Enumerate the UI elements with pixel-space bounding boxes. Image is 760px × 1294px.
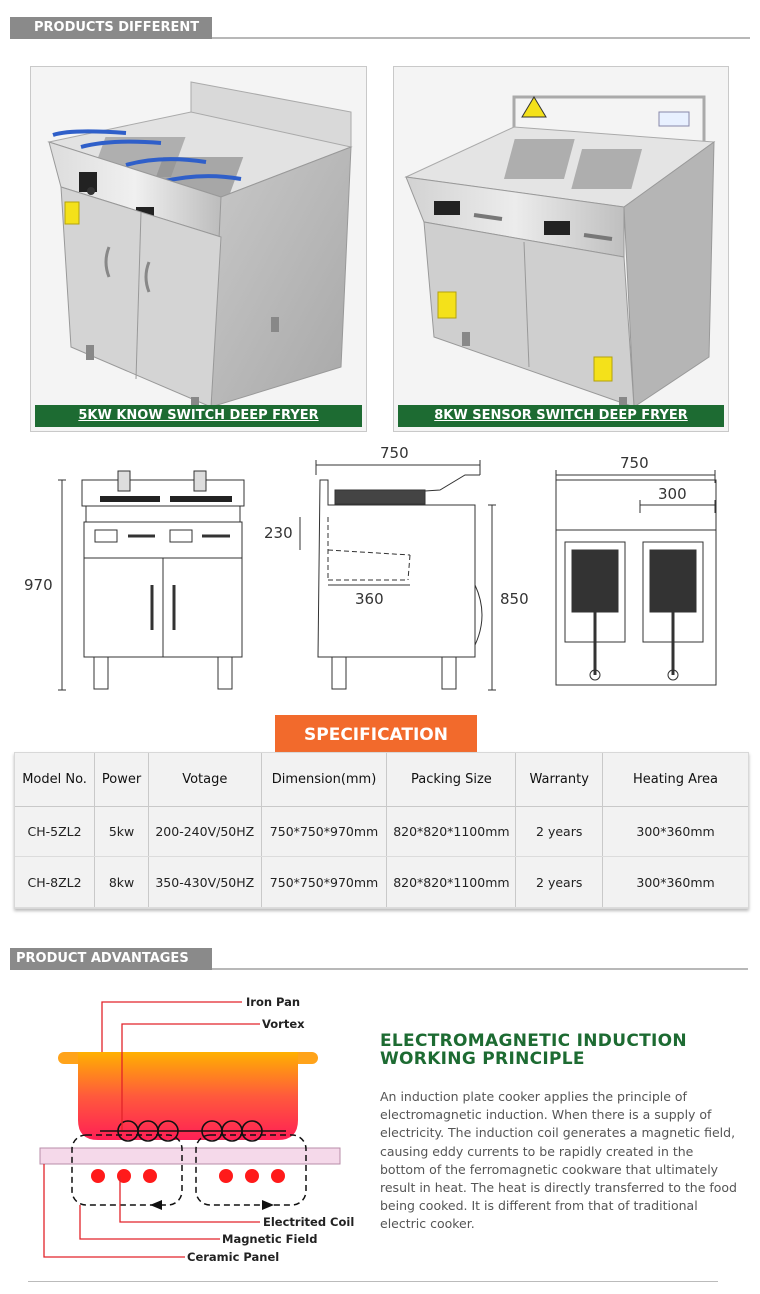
label-magnetic-field: Magnetic Field xyxy=(222,1232,317,1246)
dim-label-300: 300 xyxy=(658,485,687,503)
fryer-illustration-2 xyxy=(404,95,716,411)
fryer-illustration-1 xyxy=(47,81,353,412)
top-view-drawing xyxy=(555,470,717,686)
column-header: Votage xyxy=(148,753,262,807)
table-cell: 8kw xyxy=(94,856,149,908)
table-header-row: Model No. Power Votage Dimension(mm) Pac… xyxy=(15,753,748,807)
table-cell: 5kw xyxy=(94,806,149,858)
electrited-coil-dots xyxy=(91,1169,285,1183)
bottom-divider xyxy=(28,1281,718,1282)
table-cell: CH-8ZL2 xyxy=(15,856,96,908)
label-ceramic-panel: Ceramic Panel xyxy=(187,1250,279,1264)
table-row: CH-8ZL2 8kw 350-430V/50HZ 750*750*970mm … xyxy=(15,856,748,908)
column-header: Dimension(mm) xyxy=(261,753,388,807)
column-header: Heating Area xyxy=(602,753,748,807)
section-header-product-advantages: PRODUCT ADVANTAGES xyxy=(10,948,748,970)
column-header: Model No. xyxy=(15,753,96,807)
product-photo-8kw: 8KW SENSOR SWITCH DEEP FRYER xyxy=(393,66,729,432)
leader-lines xyxy=(43,1001,260,1258)
product-caption: 5KW KNOW SWITCH DEEP FRYER xyxy=(35,405,362,427)
front-view-drawing xyxy=(58,470,245,691)
section-tab: PRODUCTS DIFFERENT xyxy=(10,17,212,39)
ceramic-panel xyxy=(39,1147,341,1165)
table-cell: 300*360mm xyxy=(602,856,748,908)
column-header: Packing Size xyxy=(386,753,517,807)
dim-label-750-top: 750 xyxy=(620,454,649,472)
divider xyxy=(212,968,748,970)
iron-pan-body xyxy=(78,1052,298,1140)
table-cell: 820*820*1100mm xyxy=(386,856,517,908)
divider xyxy=(212,37,750,39)
technical-drawings: 970 750 230 360 850 750 300 xyxy=(24,445,717,691)
dim-label-970: 970 xyxy=(24,576,53,594)
induction-diagram: Iron Pan Vortex Electrited Coil Magnetic… xyxy=(39,995,354,1264)
magnetic-field-loops xyxy=(71,1134,307,1206)
label-vortex: Vortex xyxy=(262,1017,305,1031)
advantages-title-line1: ELECTROMAGNETIC INDUCTION xyxy=(380,1031,687,1051)
table-cell: 820*820*1100mm xyxy=(386,806,517,858)
product-photo-5kw: 5KW KNOW SWITCH DEEP FRYER xyxy=(30,66,367,432)
dim-label-230: 230 xyxy=(264,524,293,542)
table-row: CH-5ZL2 5kw 200-240V/50HZ 750*750*970mm … xyxy=(15,806,748,858)
dim-label-360: 360 xyxy=(355,590,384,608)
advantages-title-line2: WORKING PRINCIPLE xyxy=(380,1049,585,1069)
table-cell: CH-5ZL2 xyxy=(15,806,96,858)
advantages-title: ELECTROMAGNETIC INDUCTION WORKING PRINCI… xyxy=(380,1032,750,1068)
side-view-drawing xyxy=(299,460,496,691)
dim-label-850: 850 xyxy=(500,590,529,608)
label-electrited-coil: Electrited Coil xyxy=(263,1215,354,1229)
table-cell: 300*360mm xyxy=(602,806,748,858)
table-cell: 350-430V/50HZ xyxy=(148,856,262,908)
product-caption: 8KW SENSOR SWITCH DEEP FRYER xyxy=(398,405,724,427)
table-cell: 2 years xyxy=(515,856,604,908)
section-tab: PRODUCT ADVANTAGES xyxy=(10,948,212,970)
table-cell: 2 years xyxy=(515,806,604,858)
dim-label-750-side: 750 xyxy=(380,445,409,462)
advantages-body-text: An induction plate cooker applies the pr… xyxy=(380,1089,737,1232)
table-cell: 750*750*970mm xyxy=(261,856,388,908)
specification-title: SPECIFICATION xyxy=(275,715,477,753)
vortex-coils xyxy=(100,1120,286,1142)
specification-table: Model No. Power Votage Dimension(mm) Pac… xyxy=(15,753,748,908)
section-header-products-different: PRODUCTS DIFFERENT xyxy=(10,17,750,39)
column-header: Warranty xyxy=(515,753,604,807)
specification-table-container: Model No. Power Votage Dimension(mm) Pac… xyxy=(14,752,749,909)
label-iron-pan: Iron Pan xyxy=(246,995,300,1009)
column-header: Power xyxy=(94,753,149,807)
table-cell: 750*750*970mm xyxy=(261,806,388,858)
table-cell: 200-240V/50HZ xyxy=(148,806,262,858)
